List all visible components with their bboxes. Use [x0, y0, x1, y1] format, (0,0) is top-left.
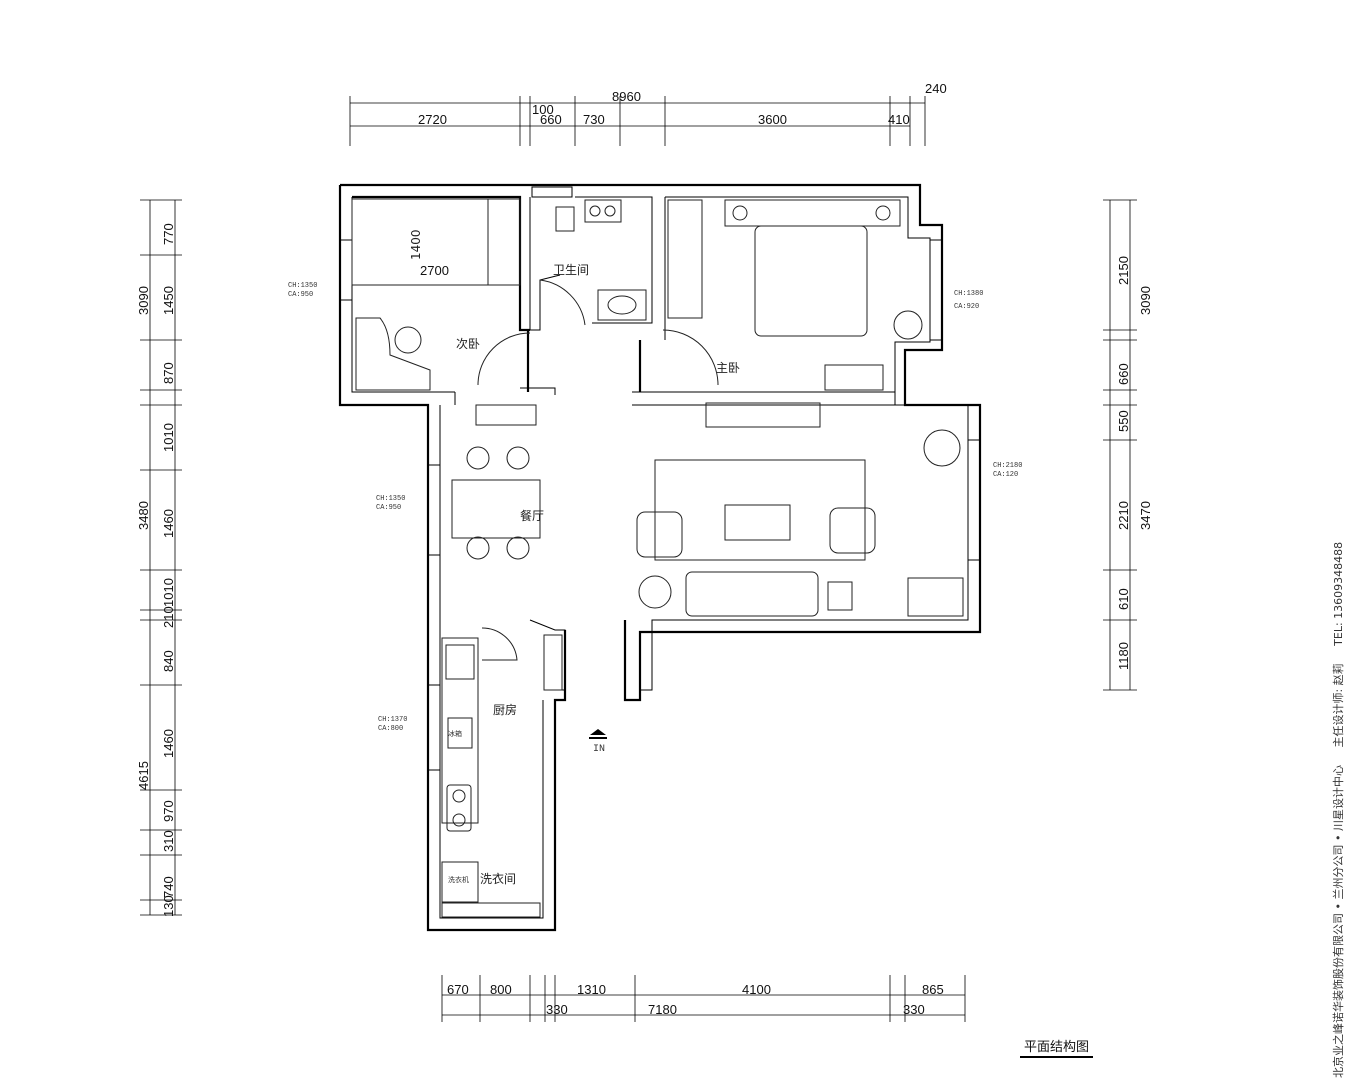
dim-top: 660 [540, 112, 562, 127]
cabinet [907, 577, 964, 617]
dim-left: 1450 [161, 286, 176, 315]
dim-right: 2210 [1116, 501, 1131, 530]
dim-right: 2150 [1116, 256, 1131, 285]
armchair [829, 507, 876, 554]
chair [394, 326, 422, 354]
room-dining: 餐厅 [520, 508, 544, 523]
armchair [636, 511, 683, 558]
room-laundry: 洗衣间 [480, 871, 516, 886]
dim-bottom: 4100 [742, 982, 771, 997]
coffee-table [724, 504, 791, 541]
dim-bottom-total: 330 [903, 1002, 925, 1017]
room-labels: 次卧 卫生间 主卧 餐厅 厨房 洗衣间 IN [456, 263, 740, 886]
entrance-arrow-icon [590, 729, 606, 735]
master-bed [754, 225, 868, 337]
tv-cabinet [705, 402, 821, 428]
room-bathroom: 卫生间 [553, 263, 589, 277]
headboard [724, 199, 901, 227]
dim-right-total: 3470 [1138, 501, 1153, 530]
dim-left-total: 3480 [136, 501, 151, 530]
window-labels: CH:1350 CA:950 CH:1380 CA:920 CH:2180 CA… [288, 282, 1022, 733]
sofa [685, 571, 819, 617]
dim-top: 730 [583, 112, 605, 127]
dim-bottom: 670 [447, 982, 469, 997]
bed-length: 1400 [409, 229, 423, 260]
window-label: CA:120 [993, 471, 1018, 479]
dimension-lines [140, 96, 1137, 1022]
dim-right: 1180 [1116, 642, 1131, 670]
dim-right-total: 3090 [1138, 286, 1153, 315]
company-info: 北京业之峰诺华装饰股份有限公司 • 兰州分公司 • 川星设计中心 主任设计师: … [1330, 378, 1346, 1078]
entrance-label: IN [593, 744, 605, 755]
designer: 主任设计师: 赵莉 [1332, 663, 1345, 748]
dining-table [451, 479, 541, 539]
room-master-bedroom: 主卧 [716, 361, 740, 375]
dim-bottom: 800 [490, 982, 512, 997]
dim-left: 740 [161, 876, 176, 898]
counter [441, 637, 479, 824]
fridge-label: 冰箱 [448, 729, 462, 739]
rug [654, 459, 866, 561]
window-label: CH:1380 [954, 290, 983, 298]
furniture: 1400 2700 冰箱 洗衣机 [351, 198, 964, 918]
dim-left: 870 [161, 362, 176, 384]
window-label: CA:950 [376, 504, 401, 512]
bathtub [584, 199, 622, 223]
plant [638, 575, 672, 609]
window-label: CA:920 [954, 303, 979, 311]
bed-width: 2700 [420, 263, 449, 278]
dim-left: 770 [161, 223, 176, 245]
dim-top-total: 8960 [612, 89, 641, 104]
dimension-labels: 8960 240 2720 100 660 730 3600 410 3090 … [136, 81, 1153, 1017]
dim-top: 410 [888, 112, 910, 127]
dim-left: 1010 [161, 578, 176, 607]
window-label: CA:800 [378, 725, 403, 733]
dim-left-total: 4615 [136, 761, 151, 790]
stove [446, 784, 472, 832]
dim-left-total: 3090 [136, 286, 151, 315]
plant [923, 429, 961, 467]
sink [445, 644, 475, 680]
washbasin [597, 289, 647, 321]
dim-top: 2720 [418, 112, 447, 127]
dim-left: 840 [161, 650, 176, 672]
wardrobe [487, 198, 521, 286]
dim-right: 610 [1116, 588, 1131, 610]
dim-right: 660 [1116, 363, 1131, 385]
company-name: 北京业之峰诺华装饰股份有限公司 • 兰州分公司 • 川星设计中心 [1332, 765, 1345, 1078]
dim-left: 310 [161, 830, 176, 852]
washer-label: 洗衣机 [448, 875, 469, 885]
window-label: CA:950 [288, 291, 313, 299]
dim-left: 1010 [161, 423, 176, 452]
window-label: CH:2180 [993, 462, 1022, 470]
dim-bottom: 865 [922, 982, 944, 997]
window-label: CH:1350 [288, 282, 317, 290]
dim-left: 130 [161, 895, 176, 917]
dim-left: 1460 [161, 729, 176, 758]
desk [355, 317, 431, 391]
window-label: CH:1350 [376, 495, 405, 503]
washer [441, 861, 479, 903]
fridge [447, 717, 473, 749]
dim-bottom-total: 7180 [648, 1002, 677, 1017]
plant [893, 310, 923, 340]
drawing-title: 平面结构图 [1020, 1036, 1094, 1058]
walls [338, 183, 982, 932]
dim-top: 100 [532, 102, 554, 117]
shelf [543, 634, 563, 691]
dim-bottom: 1310 [577, 982, 606, 997]
dim-left: 1460 [161, 509, 176, 538]
room-second-bedroom: 次卧 [456, 337, 480, 351]
window-label: CH:1370 [378, 716, 407, 724]
dresser [824, 364, 884, 391]
dim-top: 3600 [758, 112, 787, 127]
dim-left: 970 [161, 800, 176, 822]
dim-left: 210 [161, 606, 176, 628]
dim-right: 550 [1116, 410, 1131, 432]
room-kitchen: 厨房 [493, 702, 517, 717]
dim-top-extra: 240 [925, 81, 947, 96]
wardrobe-master [667, 199, 703, 319]
dim-bottom-total: 330 [546, 1002, 568, 1017]
telephone: TEL: 13609348488 [1332, 541, 1345, 646]
